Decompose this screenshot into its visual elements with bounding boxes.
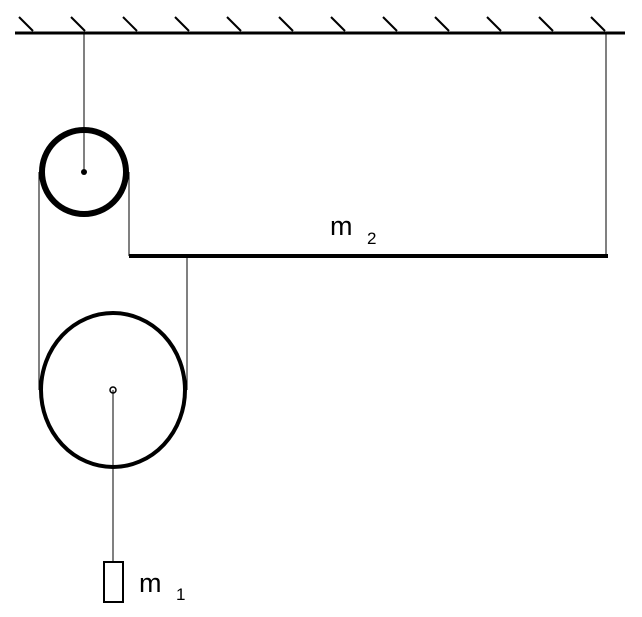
hatch-mark	[18, 16, 34, 32]
upper-pulley	[39, 127, 129, 217]
upper-pulley-axle	[81, 169, 87, 175]
ceiling-hatching	[18, 16, 606, 32]
hatch-mark	[590, 16, 606, 32]
hatch-mark	[122, 16, 138, 32]
label-m1-subscript: 1	[176, 585, 185, 604]
hatch-mark	[382, 16, 398, 32]
weight-m1	[103, 561, 124, 603]
label-m2-base: m	[330, 211, 353, 241]
label-m2: m 2	[330, 211, 376, 248]
hatch-mark	[226, 16, 242, 32]
hatch-mark	[278, 16, 294, 32]
hatch-mark	[174, 16, 190, 32]
hatch-mark	[538, 16, 554, 32]
hatch-mark	[434, 16, 450, 32]
hatch-mark	[330, 16, 346, 32]
hatch-mark	[70, 16, 86, 32]
label-m2-subscript: 2	[367, 229, 376, 248]
hatch-mark	[486, 16, 502, 32]
label-m1: m 1	[139, 568, 185, 604]
label-m1-base: m	[139, 568, 162, 598]
